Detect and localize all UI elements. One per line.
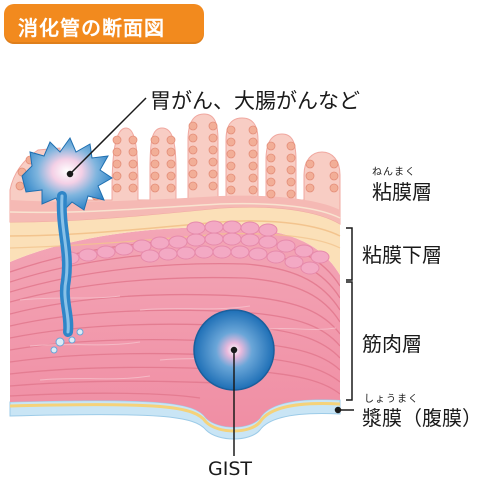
muscle-label: 筋肉層 [362, 332, 422, 356]
leader-lines [66, 97, 238, 456]
submucosa-label: 粘膜下層 [362, 243, 442, 267]
serosa-label: 漿膜（腹膜） [362, 406, 482, 430]
serosa-ruby: しょうまく [364, 394, 419, 405]
mucosa-ruby: ねんまく [372, 167, 416, 178]
gist-label: GIST [208, 458, 252, 480]
layer-brackets [334, 227, 354, 414]
page-title: 消化管の断面図 [18, 16, 165, 40]
title-badge: 消化管の断面図 [4, 4, 204, 44]
mucosa-layer [9, 113, 341, 225]
cancer-label: 胃がん、大腸がんなど [150, 89, 360, 113]
submucosa-layer [9, 206, 341, 275]
mucosa-label: 粘膜層 [372, 180, 432, 204]
serosa-layer [9, 399, 341, 440]
